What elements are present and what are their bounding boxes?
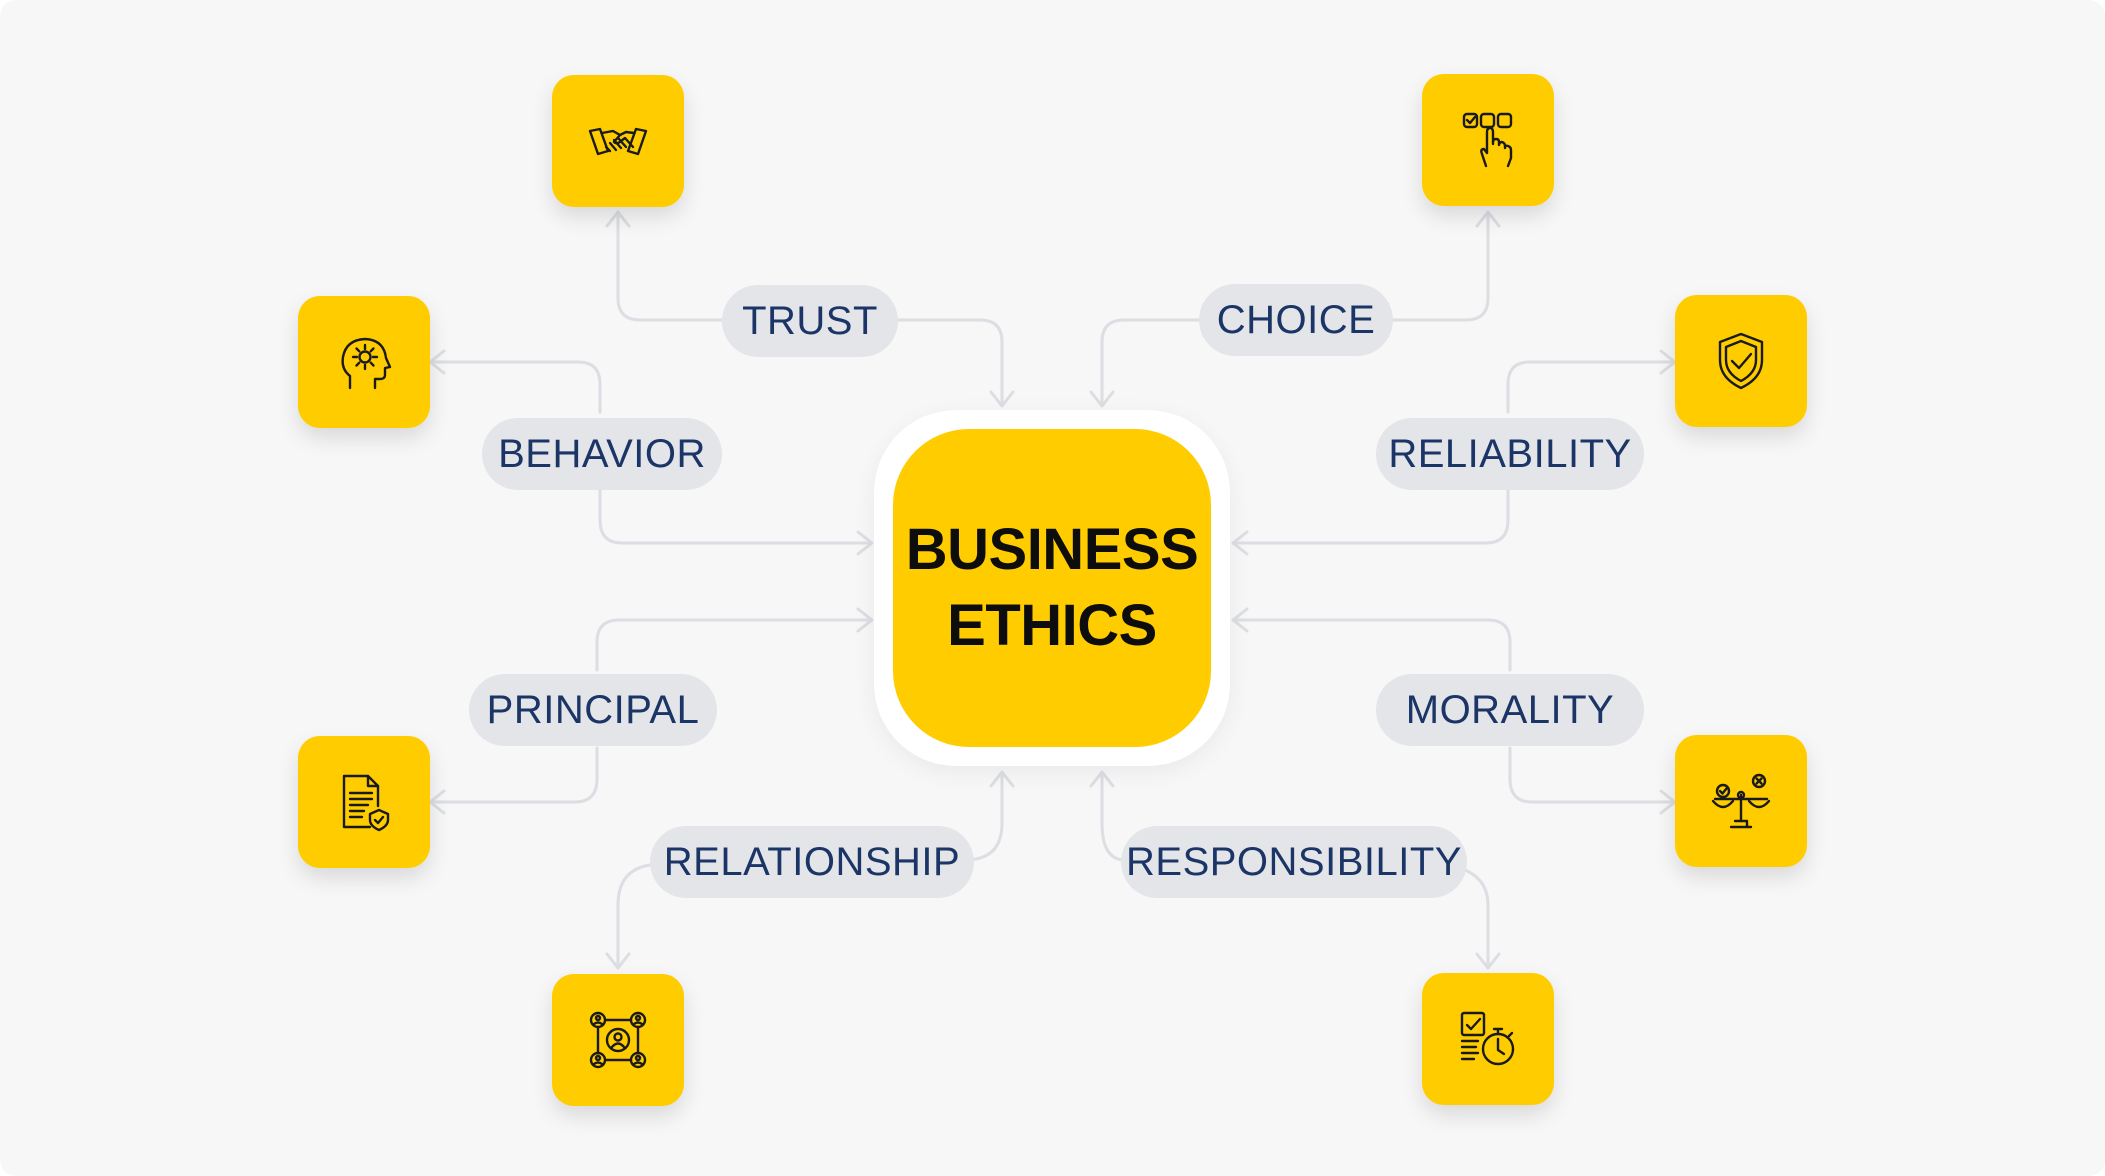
principal-label: PRINCIPAL xyxy=(486,687,700,732)
behavior-pill: BEHAVIOR xyxy=(482,418,722,490)
shield-check-icon xyxy=(1718,332,1764,390)
choice-pill: CHOICE xyxy=(1199,284,1393,356)
reliability-tile xyxy=(1675,295,1807,427)
behavior-label: BEHAVIOR xyxy=(498,431,706,476)
trust-label: TRUST xyxy=(742,298,878,343)
center-node: BUSINESS ETHICS xyxy=(893,429,1211,747)
relationship-tile xyxy=(552,974,684,1106)
head-gear-icon xyxy=(341,337,392,390)
trust-tile xyxy=(552,75,684,207)
hand-pointer-checkbox-icon xyxy=(1462,112,1513,168)
principal-pill: PRINCIPAL xyxy=(469,674,717,746)
center-title-line2: ETHICS xyxy=(947,593,1157,658)
principal-tile xyxy=(298,736,430,868)
center-title-line1: BUSINESS xyxy=(905,517,1199,582)
relationship-label: RELATIONSHIP xyxy=(663,839,961,884)
responsibility-label: RESPONSIBILITY xyxy=(1126,839,1462,884)
checklist-stopwatch-icon xyxy=(1460,1011,1515,1066)
handshake-icon xyxy=(588,127,648,156)
reliability-label: RELIABILITY xyxy=(1388,431,1632,476)
morality-label: MORALITY xyxy=(1405,687,1615,732)
responsibility-tile xyxy=(1422,973,1554,1105)
morality-tile xyxy=(1675,735,1807,867)
balance-scale-icon xyxy=(1711,773,1771,829)
document-shield-icon xyxy=(342,774,390,832)
morality-pill: MORALITY xyxy=(1376,674,1644,746)
behavior-tile xyxy=(298,296,430,428)
responsibility-pill: RESPONSIBILITY xyxy=(1121,826,1467,898)
reliability-pill: RELIABILITY xyxy=(1376,418,1644,490)
relationship-pill: RELATIONSHIP xyxy=(650,826,974,898)
choice-tile xyxy=(1422,74,1554,206)
trust-pill: TRUST xyxy=(722,285,898,357)
choice-label: CHOICE xyxy=(1216,297,1376,342)
people-network-icon xyxy=(589,1011,647,1069)
